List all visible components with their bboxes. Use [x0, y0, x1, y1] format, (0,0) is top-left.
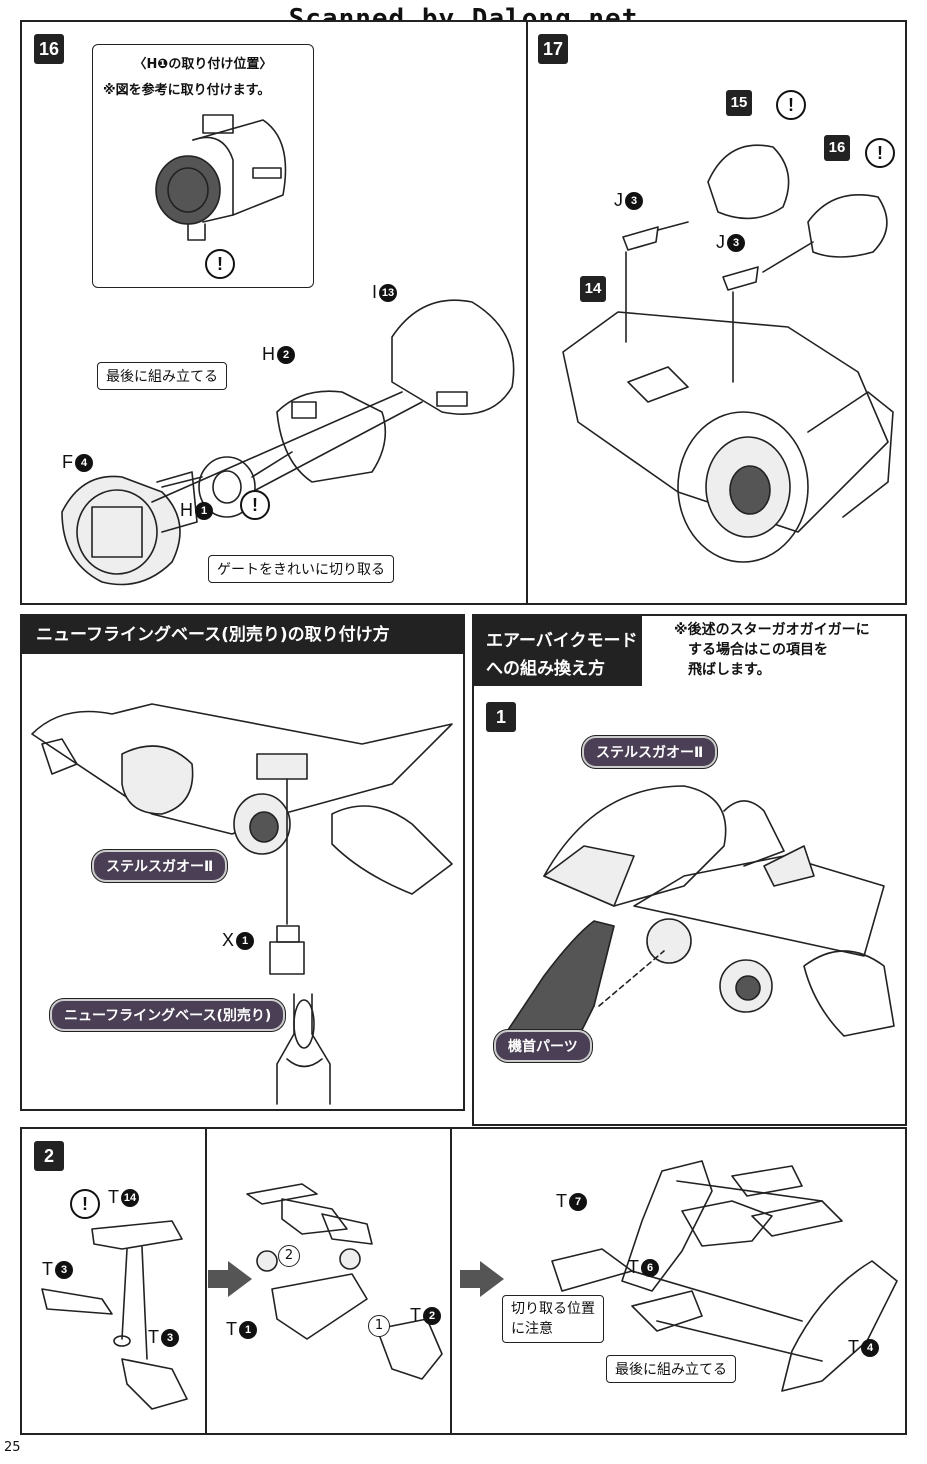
part-number-badge: 1	[195, 502, 213, 521]
part-letter: H	[262, 344, 275, 364]
part-letter: T	[628, 1257, 639, 1277]
section-title-line2: への組み換え方	[486, 659, 605, 679]
part-number-badge: 7	[569, 1193, 587, 1212]
warning-icon: !	[776, 90, 806, 120]
airbike-illustration	[503, 785, 895, 1047]
warning-icon: !	[865, 138, 895, 168]
inset-title: 〈H❶の取り付け位置〉	[133, 57, 273, 72]
part-letter: T	[108, 1187, 119, 1207]
part-letter: T	[410, 1305, 421, 1325]
stealth-gao-label: ステルスガオーⅡ	[92, 850, 228, 882]
part-number-badge: 2	[423, 1307, 441, 1326]
part-number-badge: 4	[861, 1339, 879, 1358]
warning-icon: !	[70, 1189, 100, 1219]
section-title-line1: エアーバイクモード	[486, 631, 638, 651]
part-number-badge: 1	[239, 1321, 257, 1340]
flying-base-label: ニューフライングベース(別売り)	[50, 999, 286, 1031]
assemble-last-label: 最後に組み立てる	[606, 1355, 736, 1383]
part-letter: J	[614, 190, 623, 210]
part-number-badge: 2	[277, 346, 295, 365]
warning-icon: !	[205, 249, 235, 279]
part-number-badge: 6	[641, 1259, 659, 1278]
note-line3: 飛ばします。	[688, 662, 771, 678]
step2a-parts-illustration	[41, 1220, 188, 1410]
airbike-mode-panel: エアーバイクモード への組み換え方 ※後述のスターガオガイガーに する場合はこの…	[472, 614, 907, 1126]
part-number-badge: 13	[379, 284, 398, 303]
divider-line	[205, 1129, 207, 1433]
skip-note: ※後述のスターガオガイガーに する場合はこの項目を 飛ばします。	[674, 620, 870, 680]
inset-note: ※図を参考に取り付けます。	[103, 83, 271, 98]
part-number-badge: 3	[161, 1329, 179, 1348]
note-line2: する場合はこの項目を	[688, 642, 828, 658]
section-title-box: エアーバイクモード への組み換え方	[474, 616, 642, 686]
note-line1: ※後述のスターガオガイガーに	[674, 622, 870, 638]
h1-position-inset: 〈H❶の取り付け位置〉 ※図を参考に取り付けます。 !	[92, 44, 314, 288]
part-letter: F	[62, 452, 73, 472]
step-number: 17	[538, 34, 568, 64]
part-number-badge: 3	[727, 234, 745, 253]
nose-part-label: 機首パーツ	[494, 1030, 592, 1062]
part-number-badge: 3	[625, 192, 643, 211]
part-letter: X	[222, 930, 235, 950]
step16-exploded-assembly	[61, 299, 515, 586]
part-number-badge: 14	[121, 1189, 139, 1208]
stealth-gao-base-illustration	[31, 703, 453, 1105]
divider-line	[450, 1129, 452, 1433]
cut-position-note: 切り取る位置 に注意	[502, 1295, 604, 1343]
step-number: 1	[486, 702, 516, 732]
ref-step-16: 16	[824, 135, 850, 161]
section-title: ニューフライングベース(別売り)の取り付け方	[22, 616, 463, 654]
order-badge-2: 2	[278, 1245, 300, 1267]
cut-note-line2: に注意	[511, 1321, 553, 1337]
ref-step-15: 15	[726, 90, 752, 116]
step2b-parts-illustration	[246, 1183, 443, 1380]
cut-gate-label: ゲートをきれいに切り取る	[208, 555, 394, 583]
part-number-badge: 4	[75, 454, 93, 473]
part-letter: T	[848, 1337, 859, 1357]
next-arrow	[208, 1261, 252, 1297]
ref-step-14: 14	[580, 276, 606, 302]
part-letter: T	[556, 1191, 567, 1211]
part-letter: T	[226, 1319, 237, 1339]
part-number-badge: 3	[55, 1261, 73, 1280]
warning-icon: !	[240, 490, 270, 520]
part-letter: J	[716, 232, 725, 252]
part-letter: H	[180, 500, 193, 520]
part-letter: I	[372, 282, 378, 302]
step17-vehicle-illustration	[562, 144, 894, 563]
step-number: 2	[34, 1141, 64, 1171]
next-arrow	[460, 1261, 504, 1297]
part-number-badge: 1	[236, 932, 255, 951]
assemble-last-label: 最後に組み立てる	[97, 362, 227, 390]
step-number: 16	[34, 34, 64, 64]
h1-mount-illustration	[155, 114, 287, 241]
step2c-parts-illustration	[551, 1160, 898, 1392]
order-badge-1: 1	[368, 1315, 390, 1337]
page-number: 25	[4, 1440, 21, 1455]
stealth-gao-label: ステルスガオーⅡ	[582, 736, 718, 768]
part-letter: T	[148, 1327, 159, 1347]
cut-note-line1: 切り取る位置	[511, 1301, 595, 1317]
part-letter: T	[42, 1259, 53, 1279]
